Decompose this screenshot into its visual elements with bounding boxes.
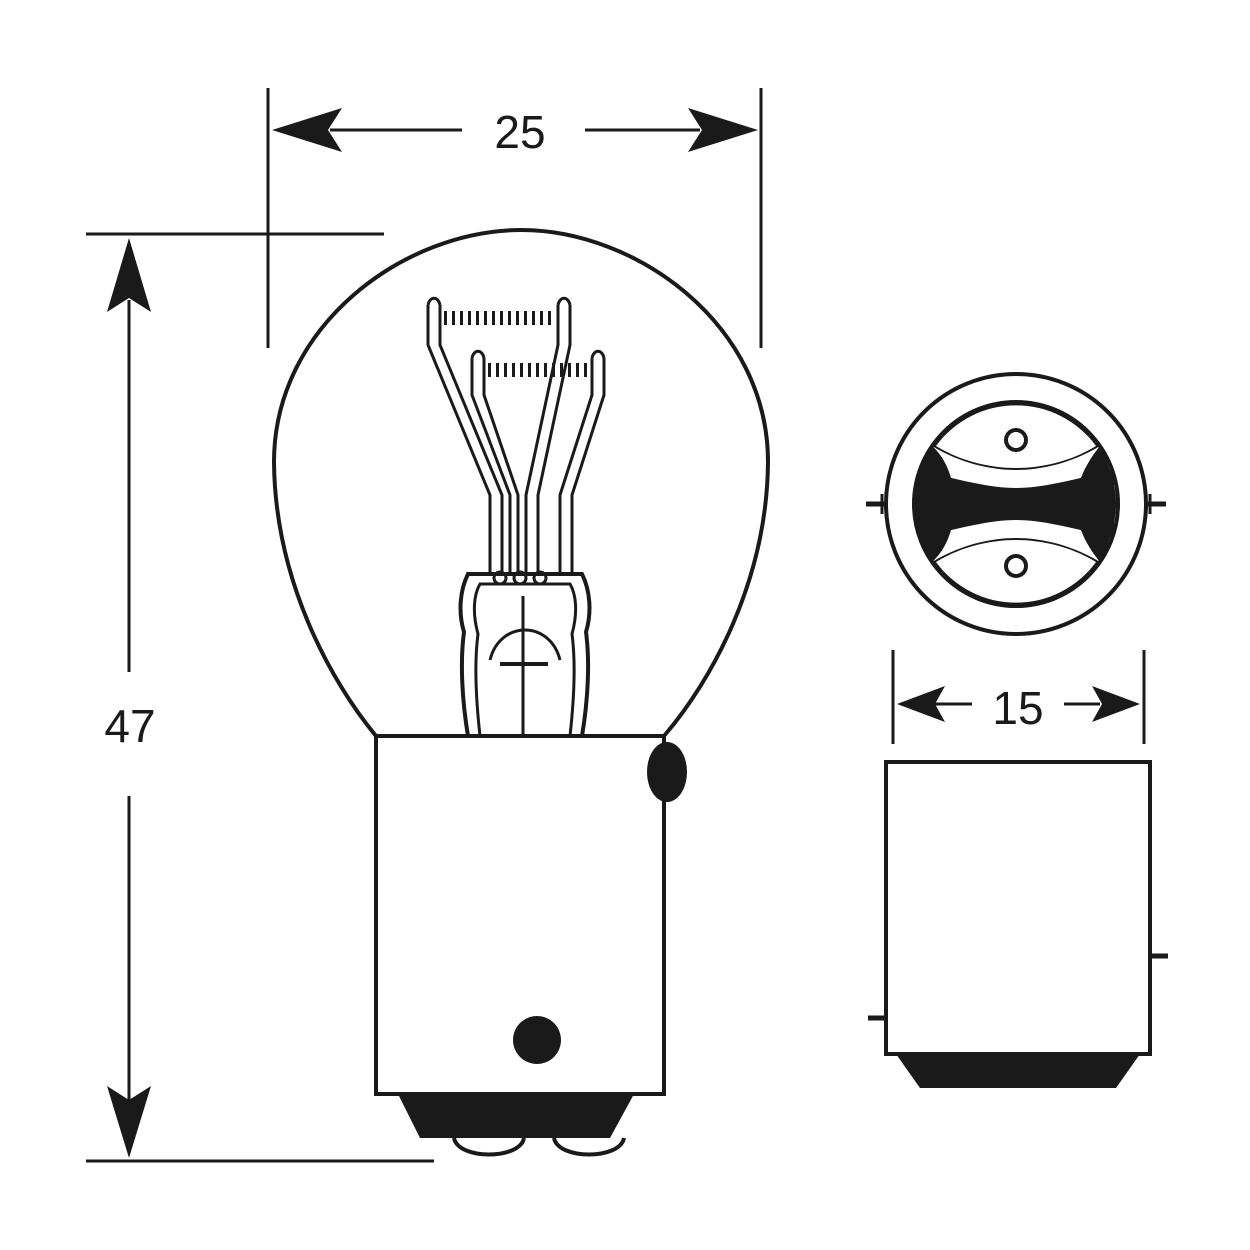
cap-side-view [868,760,1168,1088]
bayonet-pin-front [513,1016,561,1064]
stem-inner [472,582,578,737]
contact-bump-right [552,1137,626,1157]
stem-bead-1 [492,570,508,586]
stem-bead-3 [532,570,548,586]
height-arrow-up-icon [107,238,151,312]
base-contact-block [398,1094,634,1138]
height-dimension: 47 [86,232,434,1163]
end-view-insulator-right [1076,446,1116,562]
stem-arc [488,628,562,661]
contact-dot-top [1004,428,1028,452]
bulb-side-view [271,227,771,1157]
end-view-insulator-left [916,446,956,562]
width-dimension-label: 25 [494,106,545,158]
support-wire-outer-left [426,296,504,575]
height-arrow-down-icon [107,1086,151,1158]
support-wire-inner-right [558,349,606,575]
stem-bead-2 [512,570,528,586]
cap-body [884,760,1152,1056]
bayonet-pin-right [647,742,687,802]
cap-dimension-label: 15 [992,682,1043,734]
support-wire-outer-right [524,296,572,575]
width-arrow-right-icon [688,108,758,152]
end-view-insulator-body [918,470,1114,538]
cap-diameter-dimension: 15 [891,650,1146,744]
support-wire-inner-left [470,349,520,575]
cap-arrow-right-icon [1092,686,1140,722]
contact-dot-bottom [1004,554,1028,578]
cap-arrow-left-icon [897,686,945,722]
glass-stem [458,572,592,737]
cap-end-view [866,372,1166,636]
cap-base-insulator [896,1054,1140,1088]
height-dimension-label: 47 [104,700,155,752]
width-arrow-left-icon [272,108,342,152]
width-dimension: 25 [266,88,763,348]
contact-bump-left [452,1137,526,1157]
glass-envelope [271,227,771,738]
